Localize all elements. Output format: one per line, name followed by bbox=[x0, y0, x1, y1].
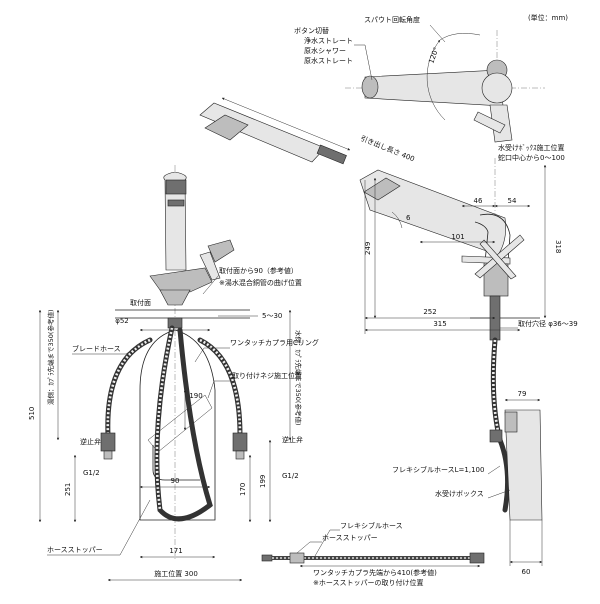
phi52: φ52 bbox=[115, 317, 129, 325]
dim-249: 249 bbox=[364, 242, 372, 255]
dim-79: 79 bbox=[518, 390, 527, 398]
screw-position-label: 取り付けネジ施工位置 bbox=[232, 371, 302, 380]
top-view: スパウト回転角度 120° ボタン切替 浄水ストレート 原水シャワー 原水ストレ… bbox=[294, 15, 545, 143]
hose-detail: フレキシブルホース ホースストッパー ワンタッチカプラ先端から410(参考値) … bbox=[261, 521, 485, 587]
spout-angle-label: スパウト回転角度 bbox=[364, 15, 420, 24]
box-install-line2: 蛇口中心から0～100 bbox=[498, 153, 565, 162]
button-mode-3: 原水ストレート bbox=[304, 56, 353, 65]
hose-stopper-label: ホースストッパー bbox=[47, 546, 103, 554]
water-box-label: 水受けボックス bbox=[435, 489, 484, 498]
pullout-head: 引き出し長さ 400 bbox=[199, 97, 416, 165]
dim-5-30: 5～30 bbox=[262, 312, 282, 320]
dim-90: 90 bbox=[171, 477, 180, 485]
button-mode-2: 原水シャワー bbox=[304, 46, 346, 55]
water-vertical-note: 水側：ｶﾌﾟﾗ先端まで350(参考値) bbox=[294, 330, 303, 425]
stopper-position-note: ※ホースストッパーの取り付け位置 bbox=[313, 578, 424, 587]
dim-170: 170 bbox=[239, 483, 247, 496]
dim-251: 251 bbox=[64, 483, 72, 496]
dim-318: 318 bbox=[554, 240, 562, 253]
dim-199: 199 bbox=[259, 475, 267, 488]
dim-510: 510 bbox=[28, 407, 36, 420]
bend-note: ※湯水混合銅管の曲げ位置 bbox=[219, 278, 302, 287]
dim-101: 101 bbox=[451, 233, 464, 241]
stopper-distance-note: ワンタッチカプラ先端から410(参考値) bbox=[313, 568, 437, 577]
from-mount-label: 取付面から90（参考値） bbox=[219, 266, 298, 275]
dim-171: 171 bbox=[169, 547, 182, 555]
g-half-right: G1/2 bbox=[282, 472, 299, 480]
install-position-300: 施工位置 300 bbox=[154, 569, 198, 578]
pullout-length: 引き出し長さ 400 bbox=[359, 134, 416, 164]
g-half-left: G1/2 bbox=[83, 469, 100, 477]
dim-60: 60 bbox=[522, 568, 531, 576]
box-install-line1: 水受けﾎﾞｯｸｽ施工位置 bbox=[498, 143, 565, 152]
hose-stopper-detail-label: ホースストッパー bbox=[322, 534, 378, 542]
dim-315: 315 bbox=[433, 320, 446, 328]
front-view: 510 湯側：ｶﾌﾟﾗ先端まで350(参考値) 251 水側：ｶﾌﾟﾗ先端まで3… bbox=[28, 165, 319, 582]
dim-190: 190 bbox=[189, 392, 202, 400]
dim-46: 46 bbox=[474, 197, 483, 205]
dim-6: 6 bbox=[406, 214, 411, 222]
dim-252: 252 bbox=[423, 308, 436, 316]
dim-54: 54 bbox=[508, 197, 517, 205]
flex-hose-label: フレキシブルホース bbox=[340, 521, 403, 530]
angle-value: 120° bbox=[427, 46, 440, 65]
button-mode-1: 浄水ストレート bbox=[304, 36, 353, 45]
mount-surface-label: 取付面 bbox=[130, 298, 151, 307]
hot-vertical-note: 湯側：ｶﾌﾟﾗ先端まで350(参考値) bbox=[46, 310, 55, 405]
button-title: ボタン切替 bbox=[294, 26, 329, 35]
side-view: 46 54 101 6 249 318 252 315 79 60 水受けﾎﾞｯ… bbox=[359, 143, 578, 576]
check-valve-right: 逆止弁 bbox=[282, 435, 303, 444]
braid-hose-label: ブレードホース bbox=[72, 344, 121, 353]
check-valve-left: 逆止弁 bbox=[80, 437, 101, 446]
flex-hose-length-label: フレキシブルホースL=1,100 bbox=[392, 465, 484, 474]
unit-note: (単位：mm) bbox=[528, 13, 568, 22]
c-ring-label: ワンタッチカプラ用Cリング bbox=[230, 338, 319, 347]
mount-hole-label: 取付穴径 φ36～39 bbox=[518, 319, 578, 328]
